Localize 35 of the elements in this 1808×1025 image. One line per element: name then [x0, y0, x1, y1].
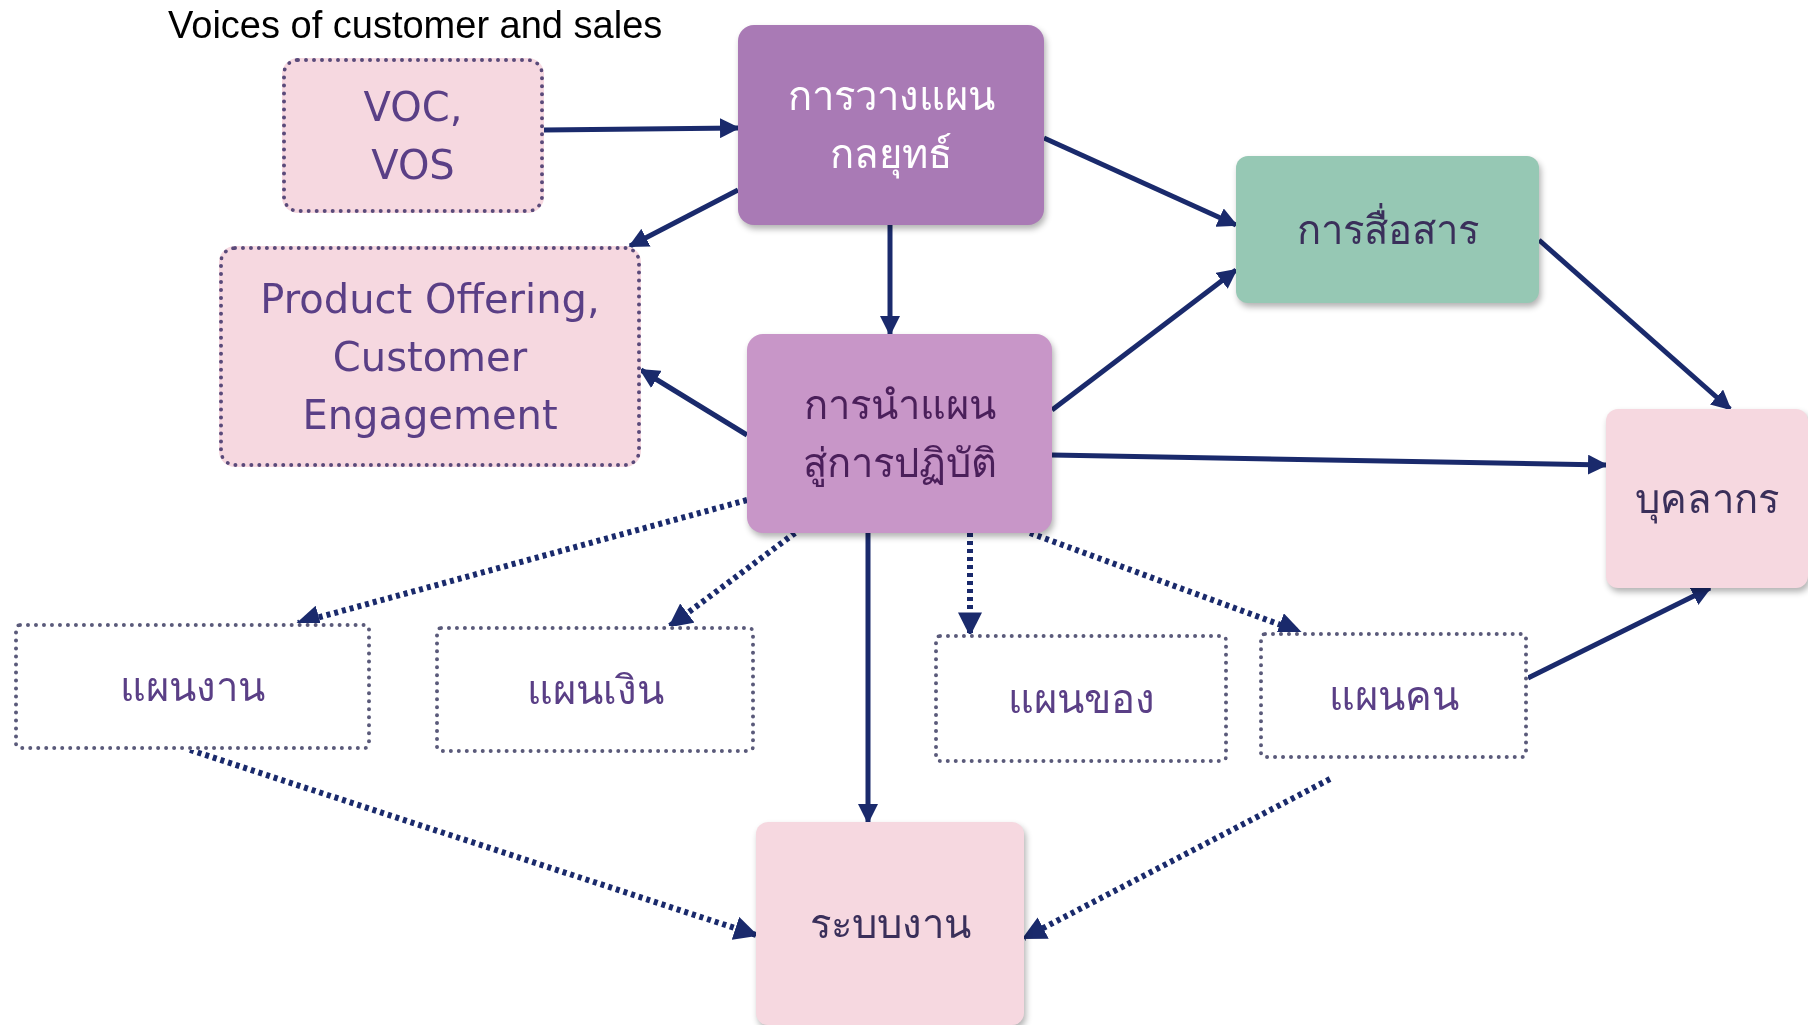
- arrow: [668, 530, 797, 629]
- node-label: บุคลากร: [1635, 474, 1779, 526]
- node-label: การวางแผน กลยุทธ์: [786, 72, 996, 181]
- arrow: [1051, 452, 1608, 475]
- node-label: แผนของ: [1007, 674, 1155, 724]
- dotted-box: [282, 58, 544, 213]
- title: Voices of customer and sales: [168, 4, 663, 47]
- arrow: [1050, 268, 1238, 412]
- process-box: [1236, 156, 1539, 303]
- arrow: [543, 118, 740, 139]
- arrow: [958, 533, 982, 637]
- node-label: ระบบงาน: [809, 899, 971, 949]
- arrow: [628, 187, 740, 249]
- node-label: แผนงาน: [120, 662, 265, 712]
- dotted-box: [14, 623, 371, 750]
- node-label: การนำแผน สู่การปฏิบัติ: [801, 380, 998, 489]
- node-label: การสื่อสาร: [1296, 200, 1479, 259]
- dotted-box: [435, 626, 755, 753]
- process-box: [756, 822, 1024, 1025]
- arrow: [1042, 135, 1238, 228]
- arrow: [1537, 238, 1732, 411]
- dotted-box: [219, 246, 641, 467]
- node-label: แผนเงิน: [526, 665, 664, 715]
- arrow: [858, 533, 878, 824]
- process-box: [738, 25, 1044, 225]
- node-label: แผนคน: [1328, 671, 1459, 721]
- process-box: [1606, 409, 1808, 588]
- arrow: [639, 367, 749, 438]
- node-label: Product Offering, Customer Engagement: [259, 274, 601, 440]
- arrow: [880, 225, 900, 336]
- dotted-box: [1259, 632, 1528, 759]
- arrow: [1526, 585, 1712, 681]
- node-label: VOC, VOS: [362, 82, 464, 190]
- process-box: [747, 334, 1052, 533]
- dotted-box: [934, 634, 1228, 763]
